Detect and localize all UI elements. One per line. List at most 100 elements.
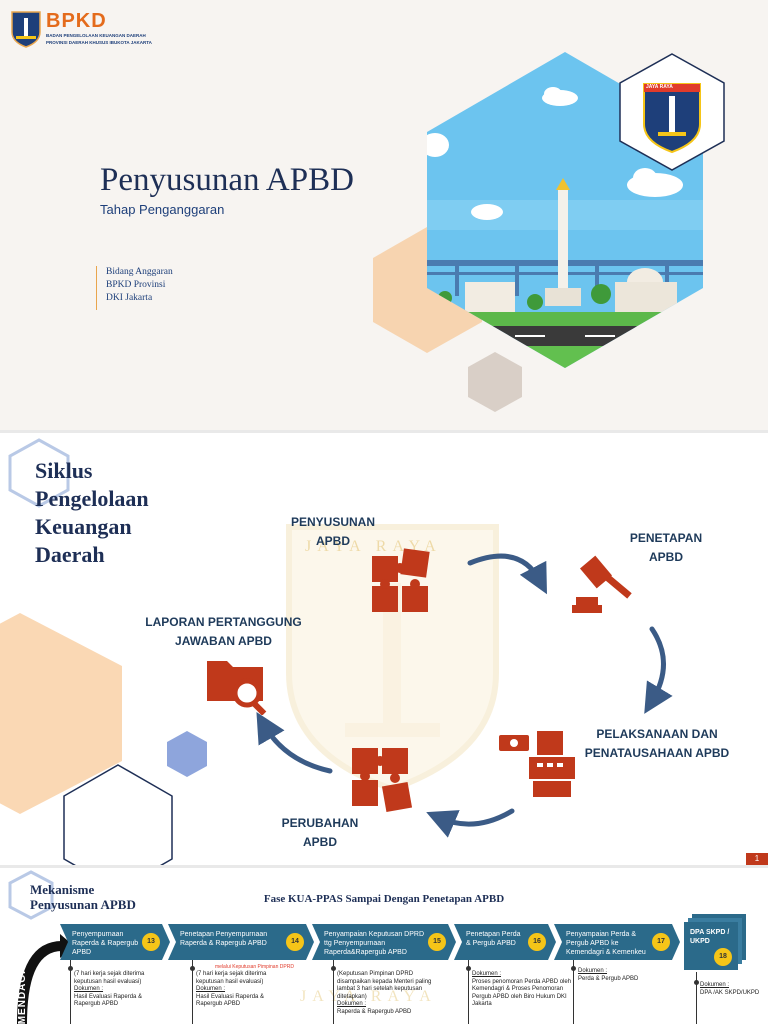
- page-number: 1: [746, 853, 768, 865]
- note-dot-6: [694, 980, 699, 985]
- note-15-head: (Keputusan Pimpinan DPRD disampaikan kep…: [337, 971, 432, 1000]
- folder-search-icon: [207, 661, 267, 715]
- cycle-title: Siklus Pengelolaan Keuangan Daerah: [35, 457, 149, 569]
- label-laporan-line-1: LAPORAN PERTANGGUNG: [145, 615, 302, 629]
- note-13-doc: Dokumen :: [74, 986, 104, 992]
- cycle-arrows: [256, 553, 673, 838]
- step-14-number: 14: [286, 933, 304, 951]
- navy-outline-hexagon: [63, 764, 173, 865]
- step-14-label: Penetapan Penyempurnaan Raperda & Raperg…: [180, 931, 268, 947]
- note-14-body: Hasil Evaluasi Raperda & Rapergub APBD: [196, 993, 265, 1008]
- puzzle-icon-2: [352, 748, 412, 813]
- step-15: Penyampaian Keputusan DPRD ttg Penyempur…: [312, 924, 456, 960]
- info-line-bidang: Bidang Anggaran: [106, 267, 173, 277]
- peach-hexagon: [0, 613, 122, 814]
- step-17-label: Penyampaian Perda & Pergub APBD ke Kemen…: [566, 931, 646, 956]
- cash-register-icon: [499, 731, 575, 797]
- label-laporan: LAPORAN PERTANGGUNG JAWABAN APBD: [136, 613, 311, 651]
- outline-hexagon-3: [8, 870, 54, 920]
- note-15-body: Raperda & Rapergub APBD: [337, 1008, 412, 1015]
- label-penyusunan: PENYUSUNAN APBD: [275, 513, 391, 551]
- note-17-doc: Dokumen :: [578, 968, 608, 974]
- note-line-6: [696, 972, 697, 1024]
- step-16: Penetapan Perda & Pergub APBD 16: [454, 924, 556, 960]
- mechanism-title-line-1: Mekanisme: [30, 882, 95, 897]
- page-subtitle: Tahap Penganggaran: [100, 202, 225, 217]
- step-shape: [554, 924, 680, 960]
- note-line-3: [333, 960, 334, 1024]
- note-13: (7 hari kerja sejak diterima keputusan h…: [74, 971, 169, 1009]
- label-penyusunan-line-2: APBD: [315, 534, 350, 548]
- step-shape: [168, 924, 314, 960]
- page-title: Penyusunan APBD: [100, 162, 354, 198]
- step-18-number: 18: [714, 948, 732, 966]
- info-divider: [96, 266, 97, 310]
- mechanism-title-line-2: Penyusunan APBD: [30, 897, 136, 912]
- note-18-body: DPA /AK SKPD/UKPD: [700, 989, 760, 996]
- note-15: (Keputusan Pimpinan DPRD disampaikan kep…: [337, 971, 447, 1016]
- note-18: Dokumen : DPA /AK SKPD/UKPD: [700, 982, 760, 997]
- note-18-doc: Dokumen :: [700, 982, 730, 988]
- emblem-text: JAYA RAYA: [646, 84, 673, 90]
- note-dot-1: [68, 966, 73, 971]
- slide-title: BPKD BADAN PENGELOLAAN KEUANGAN DAERAH P…: [0, 0, 768, 430]
- note-dot-5: [571, 966, 576, 971]
- note-dot-2: [190, 966, 195, 971]
- blue-hexagon: [167, 731, 207, 777]
- logo-subtitle-1: BADAN PENGELOLAAN KEUANGAN DAERAH: [46, 33, 146, 38]
- note-line-1: [70, 960, 71, 1024]
- phase-title: Fase KUA-PPAS Sampai Dengan Penetapan AP…: [263, 893, 505, 905]
- step-18: DPA SKPD / UKPD 18: [684, 922, 738, 970]
- note-14-head: (7 hari kerja sejak diterima keputusan h…: [196, 971, 267, 985]
- step-13-label: Penyempurnaan Raperda & Rapergub APBD: [72, 931, 139, 956]
- step-17-number: 17: [652, 933, 670, 951]
- note-line-5: [573, 960, 574, 1024]
- step-16-number: 16: [528, 933, 546, 951]
- slide-mechanism: Mekanisme Penyusunan APBD Fase KUA-PPAS …: [0, 868, 768, 1024]
- label-pelaksanaan-line-2: PENATAUSAHAAN APBD: [584, 746, 730, 760]
- note-17: Dokumen : Perda & Pergub APBD: [578, 968, 673, 983]
- label-laporan-line-2: JAWABAN APBD: [175, 634, 272, 648]
- label-penetapan-line-2: APBD: [648, 550, 683, 564]
- dki-emblem-icon: [619, 53, 725, 171]
- label-pelaksanaan: PELAKSANAAN DAN PENATAUSAHAAN APBD: [572, 725, 742, 763]
- step-15-label: Penyampaian Keputusan DPRD ttg Penyempur…: [324, 931, 425, 956]
- note-dot-4: [466, 966, 471, 971]
- note-15-doc: Dokumen :: [337, 1001, 367, 1007]
- note-16-doc: Dokumen :: [472, 971, 502, 977]
- info-line-bpkd: BPKD Provinsi: [106, 280, 166, 290]
- note-14: (7 hari kerja sejak diterima keputusan h…: [196, 971, 291, 1009]
- step-shape: [312, 924, 456, 960]
- step-shape: [60, 924, 170, 960]
- step-16-label: Penetapan Perda & Pergub APBD: [466, 931, 521, 947]
- cycle-title-line-4: Daerah: [35, 542, 105, 567]
- gavel-icon: [572, 555, 632, 613]
- label-penetapan: PENETAPAN APBD: [606, 529, 726, 567]
- slide-cycle: Siklus Pengelolaan Keuangan Daerah JAYA …: [0, 433, 768, 865]
- bpkd-logo-icon: [10, 10, 42, 48]
- puzzle-icon: [372, 548, 430, 612]
- label-perubahan-line-1: PERUBAHAN: [281, 816, 359, 830]
- grey-hexagon: [468, 352, 522, 412]
- logo-subtitle-2: PROVINSI DAERAH KHUSUS IBUKOTA JAKARTA: [46, 40, 152, 45]
- label-perubahan: PERUBAHAN APBD: [262, 814, 378, 852]
- step-shape: [454, 924, 556, 960]
- note-17-body: Perda & Pergub APBD: [578, 975, 639, 982]
- note-14-doc: Dokumen :: [196, 986, 226, 992]
- cycle-title-line-1: Siklus: [35, 458, 93, 483]
- step-18-label: DPA SKPD / UKPD: [690, 929, 730, 945]
- info-line-dki: DKI Jakarta: [106, 293, 153, 303]
- step-14: Penetapan Penyempurnaan Raperda & Raperg…: [168, 924, 314, 960]
- step-13: Penyempurnaan Raperda & Rapergub APBD 13: [60, 924, 170, 960]
- logo-text: BPKD: [46, 10, 107, 32]
- outline-hexagon: [8, 438, 70, 508]
- label-penetapan-line-1: PENETAPAN: [629, 531, 703, 545]
- cycle-title-line-3: Keuangan: [35, 514, 132, 539]
- note-line-2: [192, 960, 193, 1024]
- note-13-head: (7 hari kerja sejak diterima keputusan h…: [74, 971, 145, 985]
- note-13-body: Hasil Evaluasi Raperda & Rapergub APBD: [74, 993, 143, 1008]
- side-label: EVALUASI KEMENDAGRI: [6, 961, 28, 1024]
- note-line-4: [468, 960, 469, 1024]
- note-16-body: Proses penomoran Perda APBD oleh Kemenda…: [472, 978, 572, 1008]
- note-dot-3: [331, 966, 336, 971]
